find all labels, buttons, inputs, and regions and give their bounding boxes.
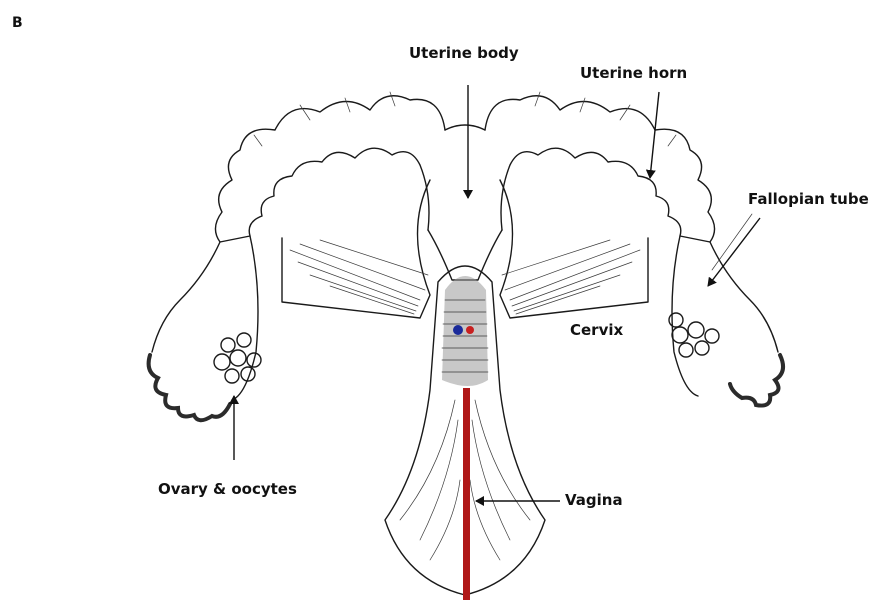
left-ovary-tube bbox=[149, 236, 261, 420]
uterine-horns bbox=[215, 92, 714, 242]
cervical-canal bbox=[442, 276, 488, 386]
panel-letter: B bbox=[12, 14, 23, 32]
arrow-fallopian-tube bbox=[708, 218, 760, 286]
label-ovary-oocytes: Ovary & oocytes bbox=[158, 480, 297, 498]
catheter bbox=[463, 388, 470, 600]
label-vagina: Vagina bbox=[565, 491, 623, 509]
label-uterine-body: Uterine body bbox=[409, 44, 519, 62]
label-uterine-horn: Uterine horn bbox=[580, 64, 687, 82]
pointer-arrows bbox=[234, 85, 760, 501]
uterine-body bbox=[428, 230, 502, 280]
arrow-uterine-horn bbox=[650, 92, 659, 178]
label-fallopian-tube: Fallopian tube bbox=[748, 190, 869, 208]
label-cervix: Cervix bbox=[570, 321, 623, 339]
marker-blue-dot bbox=[453, 325, 463, 335]
marker-red-dot bbox=[466, 326, 474, 334]
